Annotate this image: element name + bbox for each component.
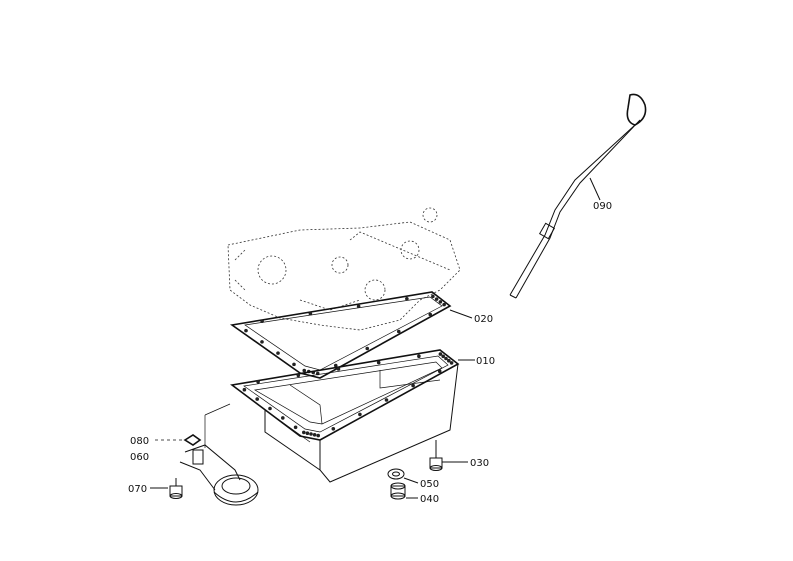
flange-bolt-hole	[276, 351, 280, 355]
flange-bolt-hole	[356, 304, 361, 309]
label-010: 010	[476, 356, 495, 367]
flange-bolt-hole	[302, 368, 307, 373]
drain-plug-040	[390, 482, 406, 500]
oil-pan-010	[230, 349, 460, 483]
flange-bolt-hole	[312, 433, 317, 437]
label-070: 070	[128, 484, 147, 495]
label-030: 030	[470, 458, 489, 469]
flange-bolt-hole	[365, 346, 370, 351]
flange-bolt-hole	[449, 361, 454, 365]
flange-bolt-hole	[296, 373, 301, 378]
flange-bolt-hole	[336, 367, 341, 371]
flange-bolt-hole	[256, 380, 260, 384]
dipstick-090	[509, 93, 647, 299]
flange-bolt-hole	[260, 319, 264, 324]
flange-bolt-hole	[268, 406, 272, 411]
flange-bolt-hole	[437, 369, 442, 374]
flange-bolt-hole	[444, 356, 448, 361]
flange-bolt-hole	[441, 354, 446, 359]
flange-bolt-hole	[358, 412, 362, 417]
flange-bolt-hole	[302, 430, 306, 435]
flange-bolt-hole	[431, 294, 435, 299]
engine-block-outline	[227, 207, 461, 331]
flange-bolt-hole	[242, 387, 247, 392]
label-060: 060	[130, 452, 149, 463]
flange-bolt-hole	[405, 296, 409, 301]
flange-bolt-hole	[438, 352, 443, 356]
flange-bolt-hole	[260, 340, 264, 344]
label-090: 090	[593, 201, 612, 212]
flange-bolt-hole	[384, 398, 389, 402]
flange-bolt-hole	[376, 360, 381, 365]
flange-bolt-hole	[434, 297, 439, 301]
o-ring-080	[183, 434, 202, 446]
label-020: 020	[474, 314, 493, 325]
flange-bolt-hole	[293, 425, 298, 430]
label-040: 040	[420, 494, 439, 505]
gasket-020	[229, 291, 452, 379]
flange-bolt-hole	[438, 300, 443, 304]
label-080: 080	[130, 436, 149, 447]
flange-bolt-hole	[417, 354, 421, 359]
flange-bolt-hole	[411, 383, 415, 388]
flange-bolt-hole	[309, 432, 313, 436]
strainer-060	[179, 403, 259, 506]
flange-bolt-hole	[292, 362, 296, 367]
flange-bolt-hole	[396, 329, 401, 334]
flange-bolt-hole	[442, 302, 446, 307]
flange-bolt-hole	[428, 312, 433, 317]
bolt-070	[169, 478, 183, 499]
flange-bolt-hole	[244, 328, 248, 333]
bolt-030	[429, 440, 443, 471]
flange-bolt-hole	[305, 431, 310, 436]
flange-bolt-hole	[331, 427, 336, 431]
drain-washer-050	[387, 468, 405, 480]
label-050: 050	[420, 479, 439, 490]
callout-labels: 010 020 030 040 050 060 070 080 090	[128, 201, 612, 505]
flange-bolt-hole	[281, 416, 285, 420]
flange-bolt-hole	[333, 363, 338, 368]
leader-lines	[150, 177, 601, 499]
flange-bolt-hole	[308, 311, 313, 316]
flange-bolt-hole	[255, 397, 259, 401]
flange-bolt-hole	[316, 433, 321, 438]
flange-bolt-hole	[447, 358, 451, 363]
